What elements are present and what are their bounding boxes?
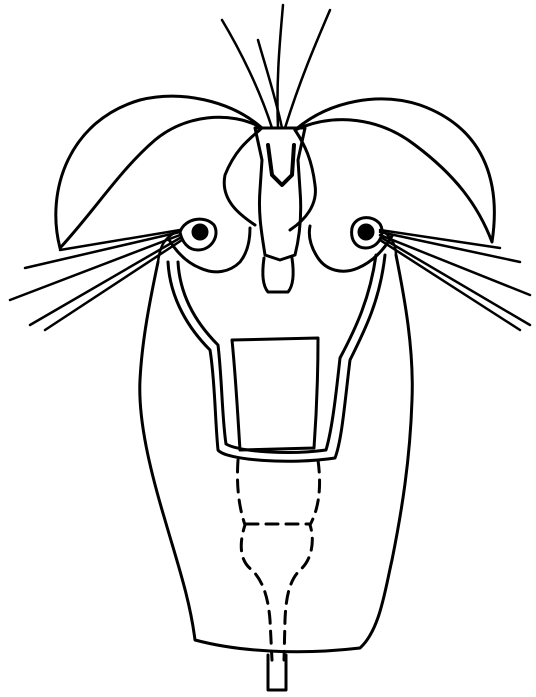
right-horn xyxy=(295,99,494,242)
right-setae-bundle xyxy=(380,230,530,330)
left-horn xyxy=(56,96,262,248)
central-beak xyxy=(255,128,305,260)
mouth-tube xyxy=(168,255,385,461)
dashed-gut xyxy=(237,460,319,660)
apical-setae xyxy=(222,5,330,128)
inner-chamber xyxy=(232,338,318,450)
left-setae-bundle xyxy=(10,230,182,330)
